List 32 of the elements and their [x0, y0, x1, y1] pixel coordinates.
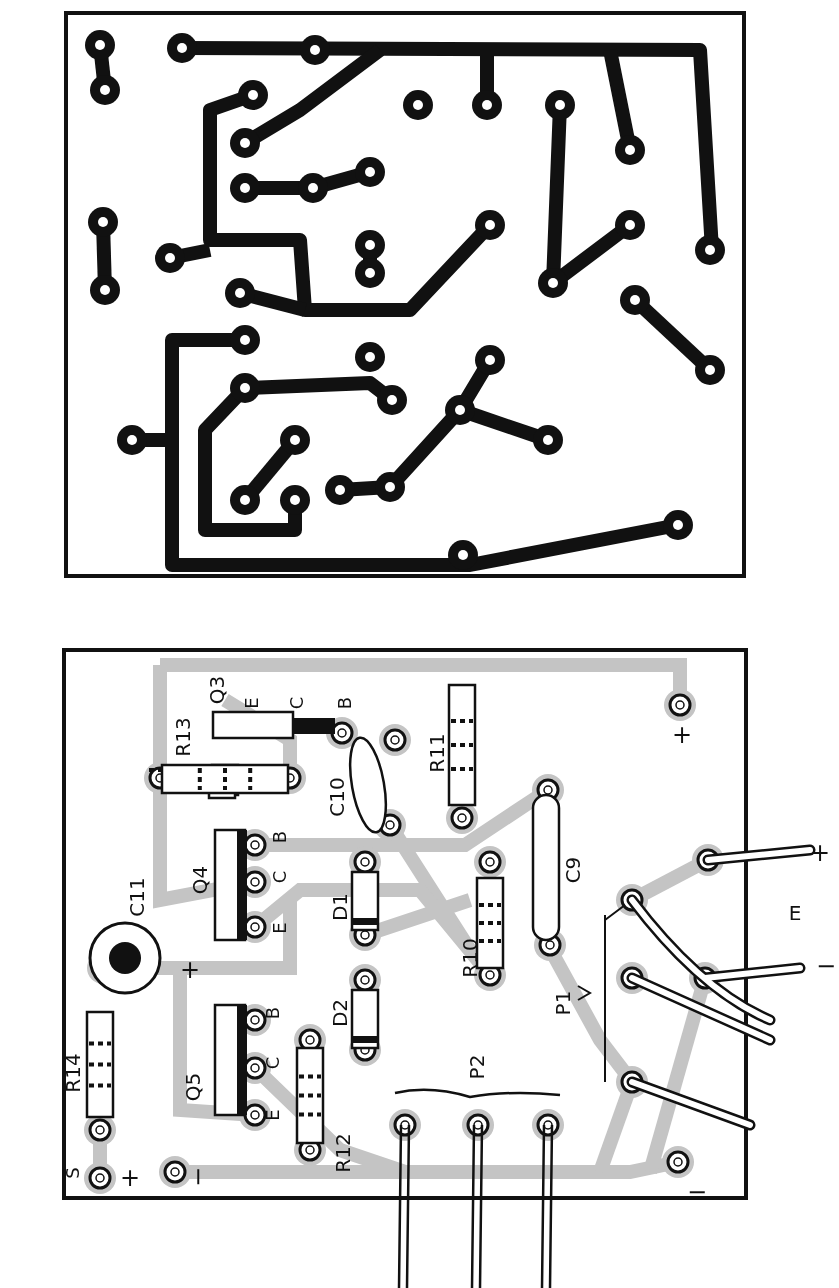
component-label: R12 — [333, 1133, 353, 1173]
component-label: C10 — [327, 777, 347, 817]
component-label: C — [264, 1056, 282, 1070]
component-label: C11 — [127, 877, 147, 917]
component-label: + — [809, 841, 831, 865]
component-label: D2 — [330, 998, 350, 1028]
component-label: C — [271, 870, 289, 884]
component-label: E — [243, 697, 261, 709]
component-label: Q5 — [183, 1072, 203, 1102]
component-label: E — [264, 1109, 282, 1121]
component-label: P2 — [467, 1054, 487, 1080]
component-label: P1 — [553, 990, 573, 1016]
component-label: R11 — [427, 733, 447, 773]
component-label: Q3 — [207, 675, 227, 705]
component-label: + — [671, 723, 693, 747]
component-label: R13 — [173, 717, 193, 757]
component-label: E — [788, 903, 802, 923]
component-label: S — [64, 1167, 82, 1179]
component-label: C — [288, 696, 306, 710]
component-label: B — [271, 830, 289, 844]
component-label: − — [686, 1180, 708, 1204]
component-label: − — [186, 1166, 210, 1188]
component-label: Q4 — [190, 865, 210, 895]
component-label: B — [336, 696, 354, 710]
component-label: E — [271, 922, 289, 934]
component-label: + — [179, 958, 201, 982]
component-label: + — [119, 1166, 141, 1190]
component-label: B — [264, 1006, 282, 1020]
component-label: R14 — [63, 1053, 83, 1093]
component-label: C9 — [563, 856, 583, 884]
component-label: − — [815, 954, 837, 978]
component-label: D1 — [330, 892, 350, 922]
